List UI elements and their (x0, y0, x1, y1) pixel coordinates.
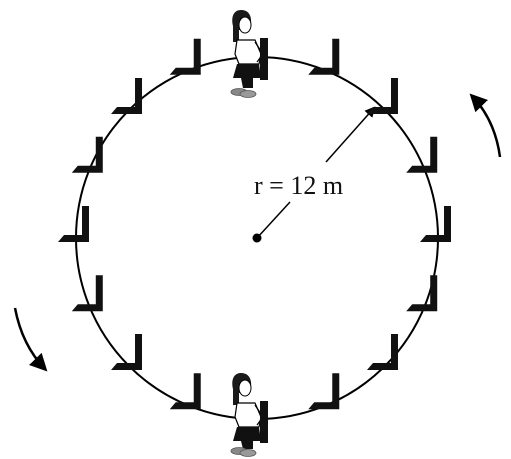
seat (71, 275, 103, 312)
rider-shirt (234, 402, 262, 428)
rider-seat-back (260, 38, 268, 80)
seat (111, 333, 143, 370)
seat (71, 136, 103, 173)
seat (420, 206, 451, 242)
rider-pants (233, 64, 261, 88)
seat (366, 78, 398, 115)
seat (169, 38, 201, 75)
seat (366, 333, 398, 370)
seat (308, 373, 340, 410)
rider-shoe (239, 449, 257, 457)
rider-bottom (230, 373, 268, 457)
rider-top (230, 10, 268, 98)
seat (111, 78, 143, 115)
seat (58, 206, 89, 242)
rotation-arrow-left (13, 307, 48, 372)
seat (308, 38, 340, 75)
seat (406, 275, 438, 312)
rider-seat-back (260, 401, 268, 443)
rider-face (238, 16, 252, 34)
radius-line-lower (256, 201, 291, 239)
rotation-arrow-right (469, 93, 502, 158)
seats-group (58, 38, 451, 410)
radius-arrow (325, 106, 376, 163)
rider-pants (233, 427, 261, 449)
radius-label: r = 12 m (254, 171, 343, 200)
seat (169, 373, 201, 410)
rider-shoe (239, 90, 257, 98)
rider-shirt (234, 39, 262, 65)
rider-face (238, 379, 252, 397)
seat (406, 136, 438, 173)
